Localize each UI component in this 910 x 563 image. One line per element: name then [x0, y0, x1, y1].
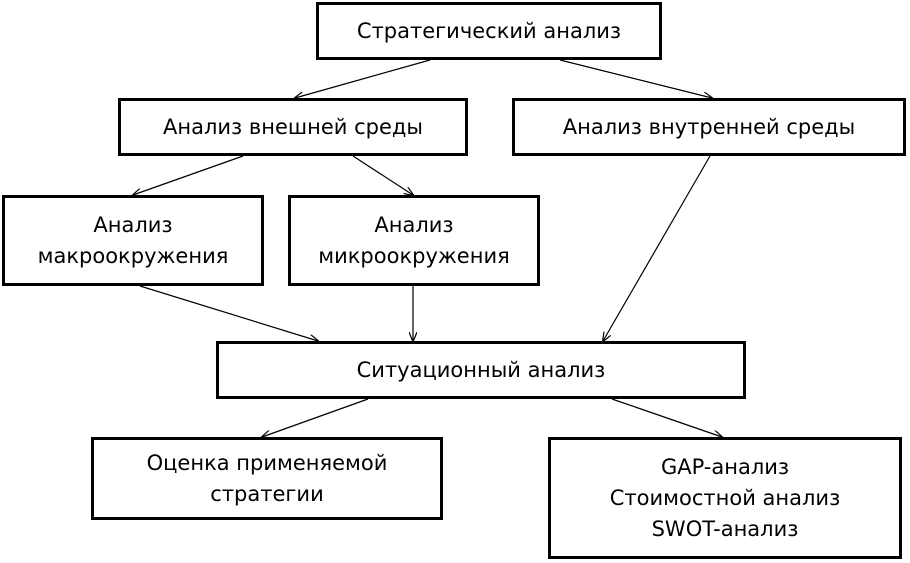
- arrow-strategic-to-external: [295, 59, 431, 98]
- node-label-line-2: макроокружения: [37, 243, 229, 268]
- arrow-situation-to-methods: [611, 398, 722, 437]
- method-swot-analysis: SWOT-анализ: [651, 516, 799, 541]
- node-analysis-methods: GAP-анализ Стоимостной анализ SWOT-анали…: [548, 437, 902, 559]
- node-label: Анализ внутренней среды: [562, 114, 856, 139]
- node-label-line-1: Оценка применяемой: [146, 450, 388, 475]
- node-label-line-2: микроокружения: [318, 243, 510, 268]
- arrow-external-to-macro: [133, 155, 244, 195]
- method-gap-analysis: GAP-анализ: [660, 454, 790, 479]
- method-cost-analysis: Стоимостной анализ: [609, 485, 841, 510]
- node-label-line-1: Анализ: [374, 212, 454, 237]
- node-situational-analysis: Ситуационный анализ: [216, 341, 746, 399]
- node-macroenvironment-analysis: Анализ макроокружения: [2, 195, 264, 286]
- node-label: Анализ внешней среды: [163, 114, 423, 139]
- arrow-internal-to-situation: [603, 155, 711, 341]
- node-strategy-evaluation: Оценка применяемой стратегии: [91, 437, 443, 520]
- arrow-external-to-micro: [352, 155, 413, 195]
- arrow-strategic-to-internal: [559, 59, 712, 98]
- node-label-line-1: Анализ: [93, 212, 173, 237]
- node-microenvironment-analysis: Анализ микроокружения: [288, 195, 540, 286]
- node-strategic-analysis: Стратегический анализ: [316, 2, 662, 60]
- node-label: Ситуационный анализ: [356, 357, 606, 382]
- arrow-macro-to-situation: [139, 285, 318, 341]
- node-label-line-2: стратегии: [210, 481, 324, 506]
- node-label: Стратегический анализ: [356, 18, 622, 43]
- arrow-situation-to-evaluation: [262, 398, 369, 437]
- node-external-environment-analysis: Анализ внешней среды: [118, 98, 468, 156]
- node-internal-environment-analysis: Анализ внутренней среды: [512, 98, 906, 156]
